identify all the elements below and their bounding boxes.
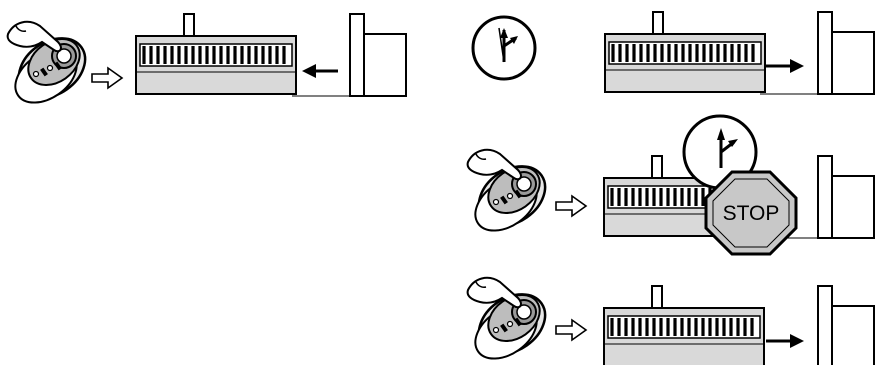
sliding-gate-icon: [136, 14, 296, 94]
step-press-remote-gate-closes: [6, 14, 406, 114]
gate-post-icon: [292, 14, 406, 96]
gate-post-icon: [760, 286, 874, 365]
stop-sign-icon: STOP: [706, 172, 796, 254]
hand-pressing-remote-icon: [6, 22, 97, 114]
step-press-remote-gate-opens: [466, 278, 874, 365]
hollow-arrow-icon: [556, 196, 586, 216]
sliding-gate-icon: [605, 12, 765, 92]
hollow-arrow-icon: [92, 68, 122, 88]
motion-arrow-icon: [766, 334, 804, 348]
sliding-gate-icon: [604, 286, 764, 365]
motion-arrow-icon: [766, 59, 804, 73]
hand-pressing-remote-icon: [466, 150, 557, 242]
motion-arrow-icon: [302, 64, 338, 78]
gate-post-icon: [760, 12, 874, 94]
step-timer-gate-opens: [473, 12, 874, 94]
stop-sign-label: STOP: [723, 202, 780, 225]
hollow-arrow-icon: [556, 320, 586, 340]
clock-icon: [473, 17, 535, 79]
hand-pressing-remote-icon: [466, 278, 557, 365]
step-press-remote-during-timer-stop: STOP: [466, 116, 874, 254]
